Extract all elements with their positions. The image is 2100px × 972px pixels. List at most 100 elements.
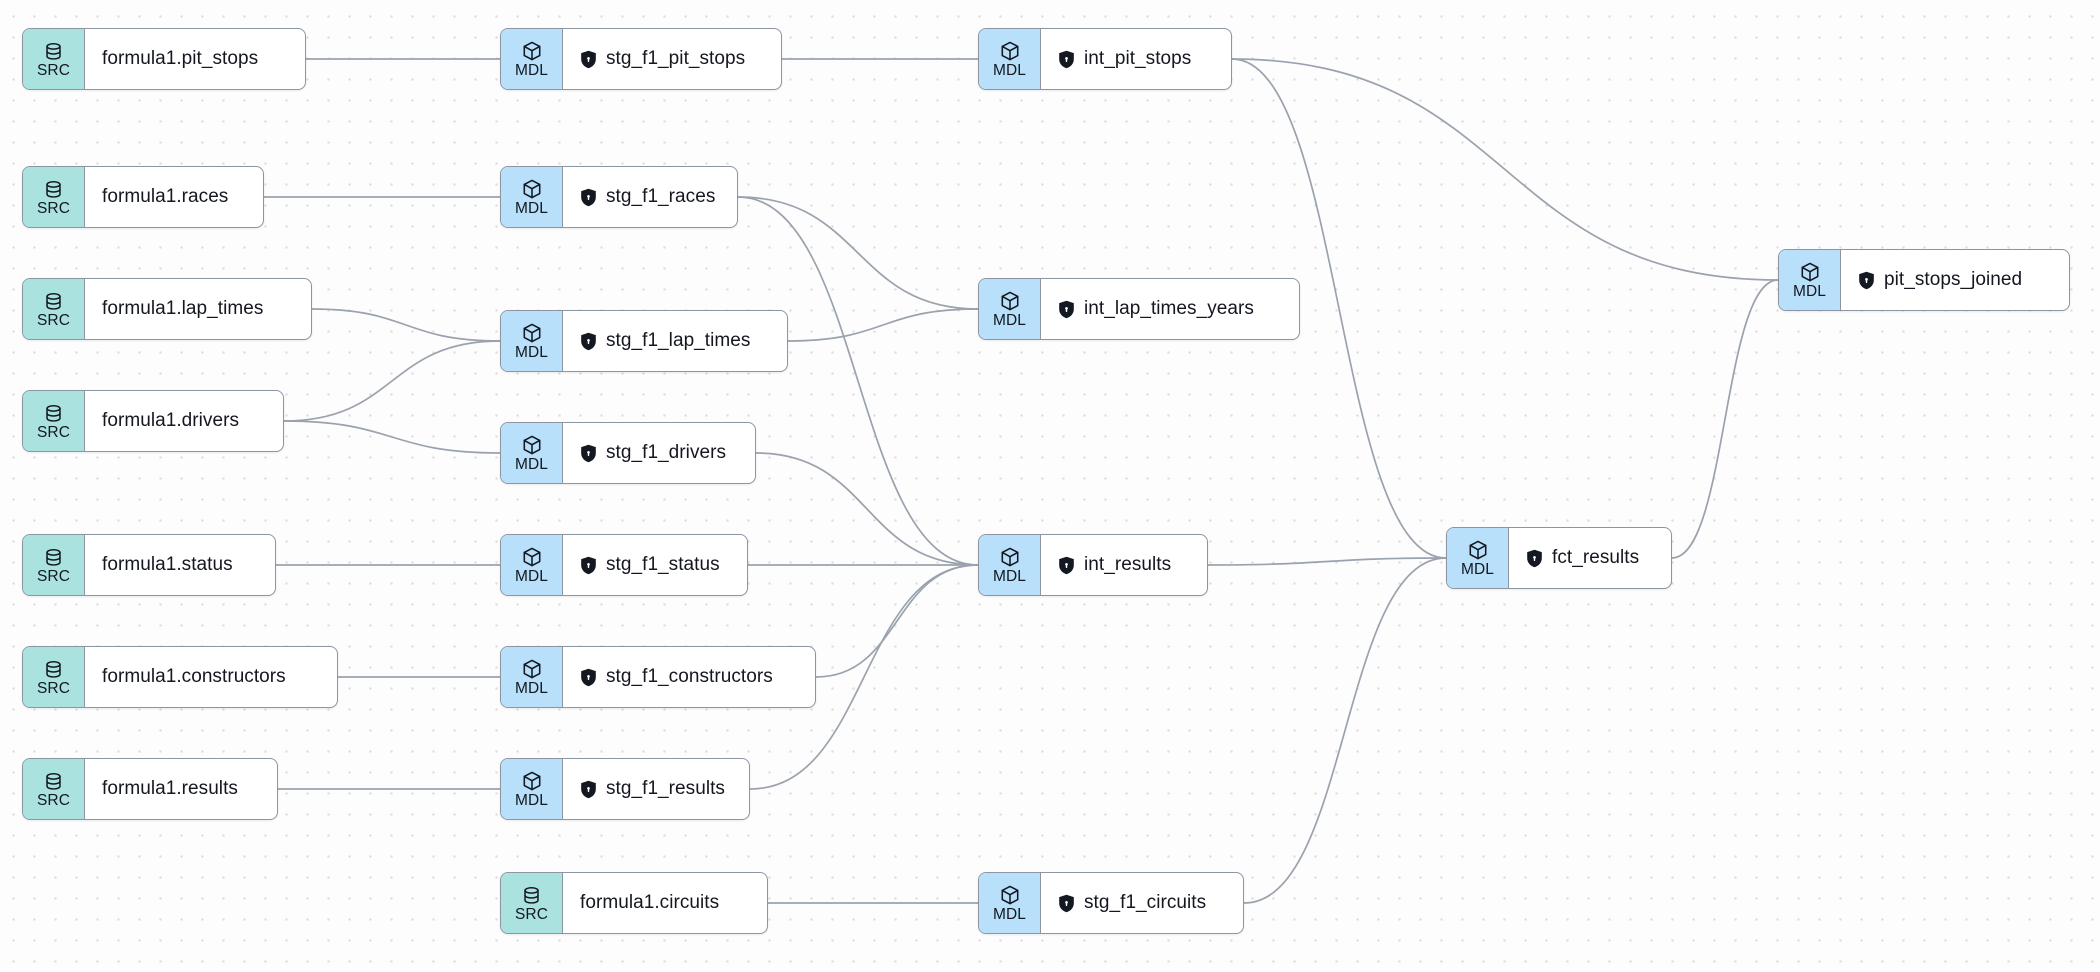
lineage-node-stg_drivers[interactable]: MDL stg_f1_drivers xyxy=(500,422,756,484)
node-label: stg_f1_pit_stops xyxy=(606,48,746,69)
node-label: stg_f1_status xyxy=(606,554,720,575)
shield-icon xyxy=(1058,556,1075,575)
lineage-node-stg_status[interactable]: MDL stg_f1_status xyxy=(500,534,748,596)
badge-label: SRC xyxy=(36,199,71,217)
lineage-edge-stg_lap_times-to-int_lap_times_years xyxy=(787,308,979,342)
model-badge: MDL xyxy=(501,167,563,227)
database-icon xyxy=(43,771,64,792)
lineage-edge-fct_results-to-pit_stops_joined xyxy=(1671,279,1779,559)
lineage-node-pit_stops_joined[interactable]: MDL pit_stops_joined xyxy=(1778,249,2070,311)
node-body: stg_f1_results xyxy=(563,759,749,819)
node-body: stg_f1_lap_times xyxy=(563,311,787,371)
lineage-node-stg_pit_stops[interactable]: MDL stg_f1_pit_stops xyxy=(500,28,782,90)
database-icon xyxy=(43,41,64,62)
node-label: int_pit_stops xyxy=(1084,48,1192,69)
model-badge: MDL xyxy=(501,535,563,595)
lineage-node-fct_results[interactable]: MDL fct_results xyxy=(1446,527,1672,589)
node-label: stg_f1_constructors xyxy=(606,666,773,687)
database-icon xyxy=(43,291,64,312)
shield-icon xyxy=(1058,894,1075,913)
cube-icon xyxy=(521,322,543,344)
lineage-edge-stg_constructors-to-int_results xyxy=(815,564,979,678)
lineage-node-src_drivers[interactable]: SRC formula1.drivers xyxy=(22,390,284,452)
cube-icon xyxy=(999,546,1021,568)
shield-icon xyxy=(580,50,597,69)
source-badge: SRC xyxy=(23,647,85,707)
node-body: stg_f1_circuits xyxy=(1041,873,1243,933)
lineage-edge-int_pit_stops-to-pit_stops_joined xyxy=(1231,58,1779,281)
lineage-edge-src_drivers-to-stg_lap_times xyxy=(283,340,501,422)
node-body: formula1.races xyxy=(85,167,263,227)
badge-label: MDL xyxy=(514,62,549,80)
database-icon xyxy=(43,547,64,568)
node-label: formula1.races xyxy=(102,186,229,207)
node-body: formula1.drivers xyxy=(85,391,283,451)
badge-label: MDL xyxy=(992,312,1027,330)
node-body: formula1.results xyxy=(85,759,277,819)
node-label: int_results xyxy=(1084,554,1172,575)
model-badge: MDL xyxy=(501,759,563,819)
model-badge: MDL xyxy=(979,29,1041,89)
node-label: int_lap_times_years xyxy=(1084,298,1254,319)
model-badge: MDL xyxy=(1447,528,1509,588)
badge-label: MDL xyxy=(514,456,549,474)
badge-label: MDL xyxy=(1460,561,1495,579)
lineage-edge-stg_drivers-to-int_results xyxy=(755,452,979,566)
cube-icon xyxy=(521,658,543,680)
badge-label: MDL xyxy=(514,568,549,586)
badge-label: MDL xyxy=(514,792,549,810)
model-badge: MDL xyxy=(501,29,563,89)
badge-label: SRC xyxy=(36,679,71,697)
lineage-edge-stg_races-to-int_results xyxy=(737,196,979,566)
cube-icon xyxy=(1799,261,1821,283)
node-body: int_pit_stops xyxy=(1041,29,1231,89)
lineage-node-src_races[interactable]: SRC formula1.races xyxy=(22,166,264,228)
database-icon xyxy=(43,403,64,424)
node-body: stg_f1_constructors xyxy=(563,647,815,707)
badge-label: SRC xyxy=(36,567,71,585)
lineage-node-stg_circuits[interactable]: MDL stg_f1_circuits xyxy=(978,872,1244,934)
cube-icon xyxy=(999,290,1021,312)
source-badge: SRC xyxy=(23,29,85,89)
badge-label: MDL xyxy=(514,200,549,218)
lineage-node-stg_races[interactable]: MDL stg_f1_races xyxy=(500,166,738,228)
lineage-edge-int_results-to-fct_results xyxy=(1207,557,1447,566)
shield-icon xyxy=(580,556,597,575)
shield-icon xyxy=(580,188,597,207)
lineage-node-int_pit_stops[interactable]: MDL int_pit_stops xyxy=(978,28,1232,90)
lineage-node-int_lap_times_years[interactable]: MDL int_lap_times_years xyxy=(978,278,1300,340)
node-body: fct_results xyxy=(1509,528,1671,588)
source-badge: SRC xyxy=(23,167,85,227)
node-label: formula1.circuits xyxy=(580,892,720,913)
cube-icon xyxy=(521,546,543,568)
lineage-node-stg_lap_times[interactable]: MDL stg_f1_lap_times xyxy=(500,310,788,372)
lineage-node-stg_results[interactable]: MDL stg_f1_results xyxy=(500,758,750,820)
model-badge: MDL xyxy=(1779,250,1841,310)
badge-label: MDL xyxy=(992,906,1027,924)
lineage-edge-src_lap_times-to-stg_lap_times xyxy=(311,308,501,342)
cube-icon xyxy=(521,434,543,456)
node-body: stg_f1_status xyxy=(563,535,747,595)
model-badge: MDL xyxy=(979,279,1041,339)
node-body: pit_stops_joined xyxy=(1841,250,2069,310)
node-label: pit_stops_joined xyxy=(1884,269,2023,290)
node-label: formula1.drivers xyxy=(102,410,240,431)
node-body: stg_f1_races xyxy=(563,167,737,227)
lineage-edge-stg_races-to-int_lap_times_years xyxy=(737,196,979,310)
node-body: formula1.lap_times xyxy=(85,279,311,339)
cube-icon xyxy=(521,178,543,200)
cube-icon xyxy=(521,770,543,792)
badge-label: SRC xyxy=(36,423,71,441)
node-label: stg_f1_drivers xyxy=(606,442,727,463)
badge-label: MDL xyxy=(514,344,549,362)
